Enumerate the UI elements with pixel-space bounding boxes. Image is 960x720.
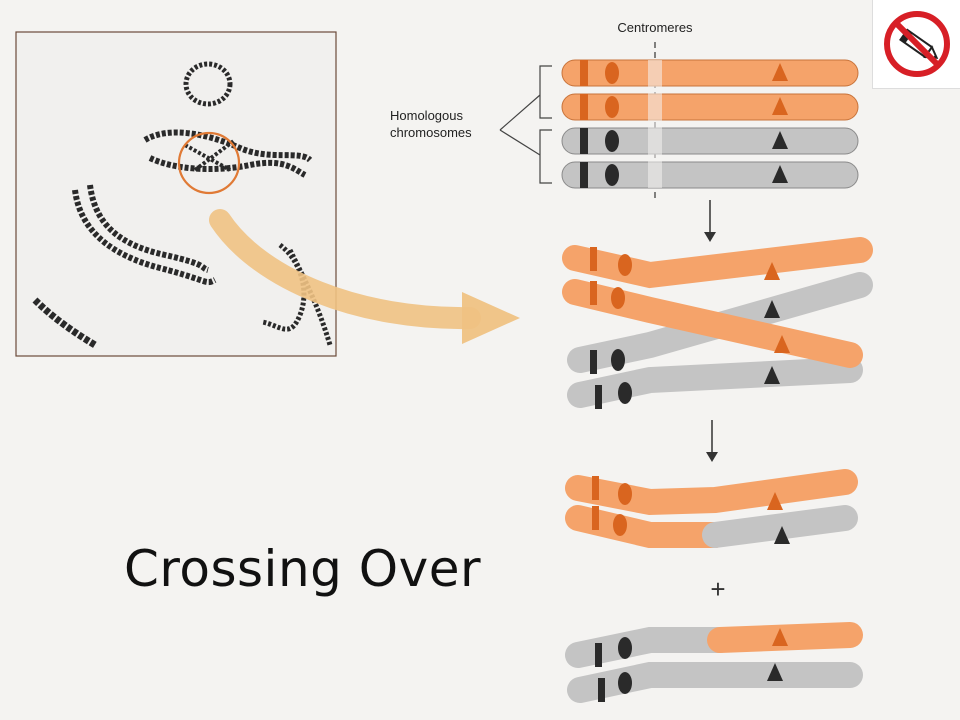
micrograph-panel	[15, 31, 337, 357]
homologous-label-line1: Homologous	[390, 108, 463, 123]
centromeres-label: Centromeres	[617, 20, 693, 35]
curved-arrow-icon	[209, 209, 520, 344]
homologous-chromosomes-top	[561, 59, 859, 189]
crossing-chromosomes	[562, 237, 873, 409]
chromosome-gray-1	[561, 127, 859, 155]
recombinant-pair-1	[565, 469, 858, 548]
chromosome-orange-1	[561, 59, 859, 87]
recombinant-pair-2	[565, 622, 863, 703]
chromosome-gray-2	[561, 161, 859, 189]
slide-caption: Crossing Over	[124, 540, 482, 598]
homolog-brackets	[499, 65, 552, 184]
down-arrow-1	[704, 200, 716, 242]
no-pencil-icon	[872, 0, 960, 89]
highlight-circle	[177, 131, 241, 195]
down-arrow-2	[706, 420, 718, 462]
chromosome-orange-2	[561, 93, 859, 121]
homologous-label-line2: chromosomes	[390, 125, 472, 140]
plus-sign: +	[710, 574, 725, 604]
